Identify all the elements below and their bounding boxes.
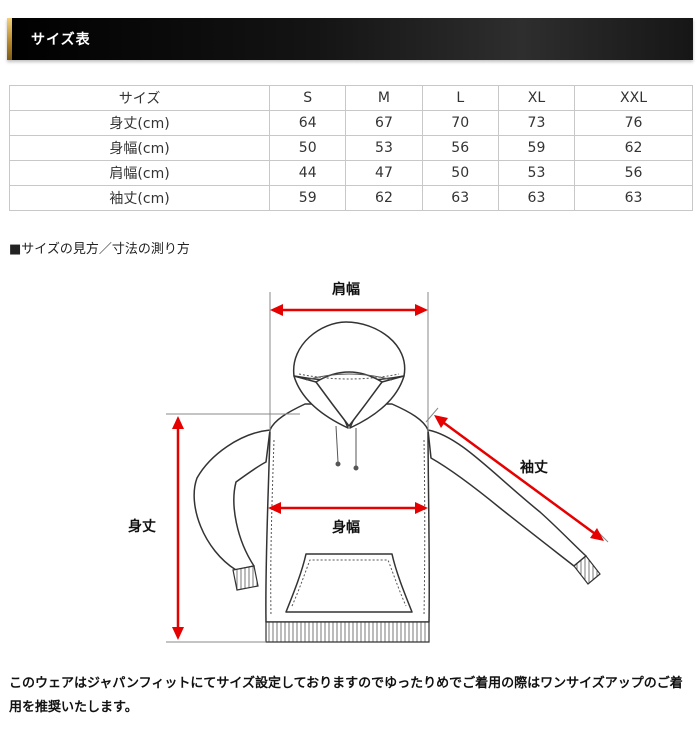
label-sleeve-length: 袖丈 [520, 459, 548, 476]
sleeve-arrowhead-start [434, 415, 448, 428]
table-cell: 身幅(cm) [8, 135, 271, 161]
table-cell: 44 [269, 160, 347, 186]
shoulder-arrowhead-right [415, 304, 428, 316]
hoodie-measurement-diagram: 肩幅 袖丈 身丈 身幅 [128, 281, 609, 643]
section-header: サイズ表 [7, 18, 693, 60]
table-cell: 袖丈(cm) [8, 185, 271, 211]
hood-stitch-line [298, 373, 400, 380]
right-cuff [573, 555, 601, 585]
torso-side-stitch-left [270, 439, 275, 617]
kangaroo-pocket [285, 553, 413, 613]
table-header-cell: M [345, 85, 423, 111]
body-width-arrowhead-right [415, 502, 428, 514]
table-cell: 59 [497, 135, 576, 161]
table-cell: 56 [421, 135, 499, 161]
table-header-cell: L [421, 85, 499, 111]
label-shoulder-width: 肩幅 [332, 281, 360, 298]
table-cell: 59 [269, 185, 347, 211]
table-cell: 50 [269, 135, 347, 161]
table-cell: 73 [497, 110, 576, 136]
left-cuff [232, 565, 259, 591]
table-cell: 63 [421, 185, 499, 211]
table-cell: 56 [574, 160, 693, 186]
torso-side-stitch-right [423, 439, 426, 617]
table-header-row: サイズ S M L XL XXL [8, 85, 693, 111]
sleeve-arrowhead-end [590, 528, 604, 541]
table-cell: 63 [497, 185, 576, 211]
size-table: サイズ S M L XL XXL 身丈(cm) 64 67 70 73 76 身… [8, 85, 693, 211]
table-cell: 67 [345, 110, 423, 136]
pocket-stitch [291, 559, 407, 607]
fit-note: このウェアはジャパンフィットにてサイズ設定しておりますのでゆったりめでご着用の際… [9, 676, 683, 715]
table-header-cell: サイズ [8, 85, 271, 111]
label-body-width: 身幅 [332, 519, 360, 536]
table-cell: 70 [421, 110, 499, 136]
drawstring-tip-right [353, 465, 359, 471]
body-length-arrowhead-top [172, 416, 184, 429]
drawstring-left [335, 425, 339, 463]
hoodie-details [270, 373, 426, 617]
waist-rib [265, 621, 430, 643]
measure-arrows [172, 304, 604, 640]
table-cell: 50 [421, 160, 499, 186]
measure-guide-lines [166, 292, 609, 643]
table-cell: 62 [345, 185, 423, 211]
table-cell: 62 [574, 135, 693, 161]
right-sleeve [427, 429, 587, 567]
label-body-length: 身丈 [128, 518, 156, 535]
hood-inner-seam [305, 373, 393, 381]
table-row: 身幅(cm) 50 53 56 59 62 [8, 135, 693, 161]
table-cell: 64 [269, 110, 347, 136]
sleeve-length-arrow [439, 418, 599, 538]
table-cell: 63 [574, 185, 693, 211]
hood-opening [315, 371, 383, 427]
body-length-arrowhead-bottom [172, 627, 184, 640]
section-title: サイズ表 [31, 32, 91, 48]
table-row: 身丈(cm) 64 67 70 73 76 [8, 110, 693, 136]
table-cell: 76 [574, 110, 693, 136]
left-sleeve [193, 429, 271, 571]
header-accent-bar [7, 18, 12, 60]
drawstring-tip-left [335, 461, 341, 467]
table-cell: 53 [497, 160, 576, 186]
table-cell: 47 [345, 160, 423, 186]
table-cell: 身丈(cm) [8, 110, 271, 136]
table-header-cell: S [269, 85, 347, 111]
rib-cuffs [232, 555, 601, 643]
guide-sleeve-start [425, 407, 439, 423]
table-header-cell: XXL [574, 85, 693, 111]
table-row: 袖丈(cm) 59 62 63 63 63 [8, 185, 693, 211]
shoulder-arrowhead-left [270, 304, 283, 316]
table-header-cell: XL [497, 85, 576, 111]
table-cell: 肩幅(cm) [8, 160, 271, 186]
table-row: 肩幅(cm) 44 47 50 53 56 [8, 160, 693, 186]
measurement-heading: ■サイズの見方／寸法の測り方 [9, 242, 190, 257]
body-width-arrowhead-left [268, 502, 281, 514]
table-cell: 53 [345, 135, 423, 161]
